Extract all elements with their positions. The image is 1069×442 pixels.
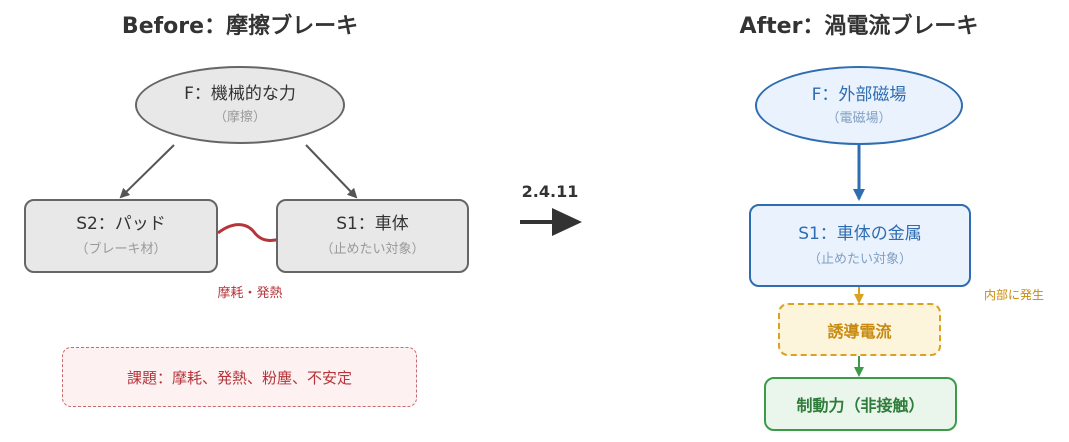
field-label: F：外部磁場 [811, 84, 907, 105]
arrow-force-to-body [305, 144, 358, 199]
field-ellipse: F：外部磁場 （電磁場） [755, 66, 963, 145]
pad-label: S2：パッド [76, 214, 166, 234]
body-sublabel: （止めたい対象） [320, 242, 425, 257]
body-label: S1：車体 [336, 214, 409, 234]
metal-box: S1：車体の金属 （止めたい対象） [749, 204, 971, 287]
contact-label: 摩耗・発熱 [217, 286, 283, 301]
current-box: 誘導電流 [778, 303, 941, 356]
result-label: 制動力（非接触） [796, 396, 925, 415]
metal-label: S1：車体の金属 [798, 223, 922, 244]
internal-label: 内部に発生 [984, 288, 1045, 302]
pad-box: S2：パッド （ブレーキ材） [24, 199, 218, 273]
force-sublabel: （摩擦） [213, 110, 266, 125]
result-box: 制動力（非接触） [764, 377, 957, 431]
arrow-force-to-pad [119, 144, 175, 199]
current-label: 誘導電流 [827, 321, 892, 341]
transition-label: 2.4.11 [521, 182, 579, 201]
force-ellipse: F：機械的な力 （摩擦） [135, 66, 345, 144]
issue-box: 課題：摩耗、発熱、粉塵、不安定 [62, 347, 417, 407]
body-box: S1：車体 （止めたい対象） [276, 199, 469, 273]
pad-sublabel: （ブレーキ材） [75, 242, 167, 257]
field-sublabel: （電磁場） [826, 110, 892, 126]
metal-sublabel: （止めたい対象） [807, 251, 912, 267]
after-title: After：渦電流ブレーキ [739, 14, 979, 39]
force-label: F：機械的な力 [184, 84, 296, 104]
transition-arrow-head [552, 208, 582, 236]
issue-label: 課題：摩耗、発熱、粉塵、不安定 [126, 368, 352, 387]
before-title: Before：摩擦ブレーキ [121, 14, 359, 39]
